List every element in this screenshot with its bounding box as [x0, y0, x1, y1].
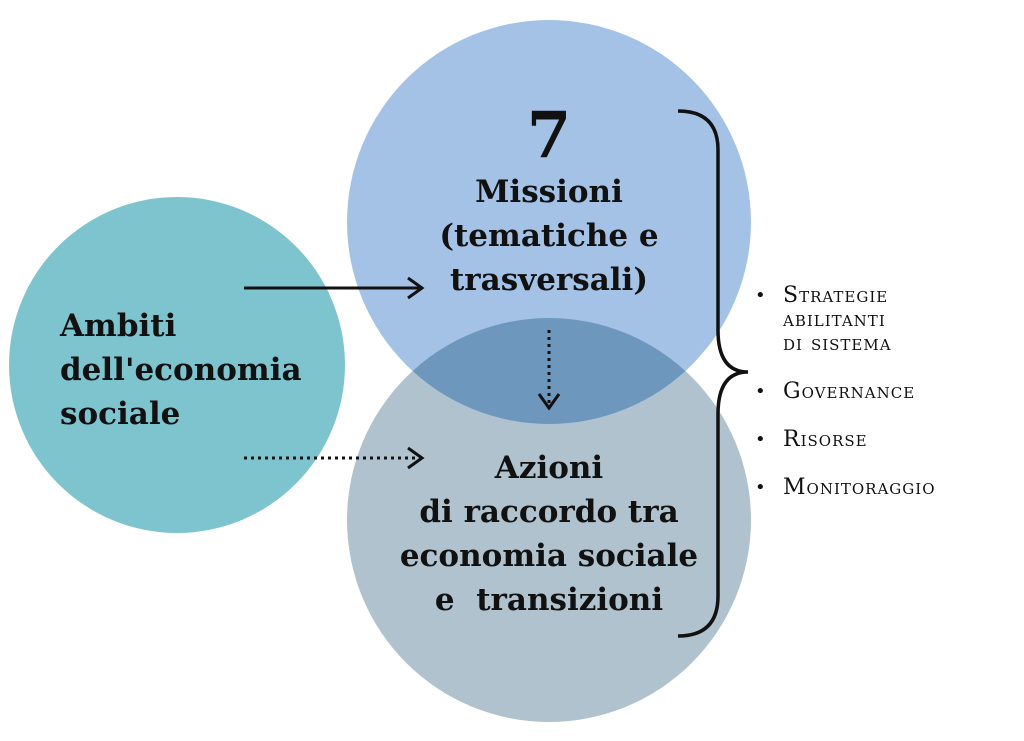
bullet-list: •Strategie abilitanti di sistema •Govern… — [755, 284, 936, 524]
top-circle-label: Missioni (tematiche e trasversali) — [439, 174, 659, 298]
bullet-icon: • — [755, 429, 767, 450]
arrow-right-dotted-icon — [244, 446, 425, 470]
list-item: •Governance — [755, 379, 916, 404]
left-circle-label: Ambiti dell'economia sociale — [60, 308, 302, 432]
bullet-icon: • — [755, 477, 767, 498]
bullet-icon: • — [755, 381, 767, 402]
bottom-circle-label: Azioni di raccordo tra economia sociale … — [399, 450, 699, 618]
left-circle — [9, 197, 345, 533]
bottom-circle — [347, 318, 751, 722]
top-circle — [347, 20, 751, 424]
list-item: •Monitoraggio — [755, 475, 936, 500]
arrow-right-solid-icon — [244, 276, 425, 300]
bullet-icon: • — [755, 285, 767, 306]
list-item: •Risorse — [755, 427, 868, 452]
missions-number: 7 — [526, 98, 572, 173]
curly-brace-icon — [677, 109, 749, 638]
arrow-down-dotted-icon — [537, 330, 561, 411]
list-item: •Strategie abilitanti di sistema — [755, 283, 892, 356]
